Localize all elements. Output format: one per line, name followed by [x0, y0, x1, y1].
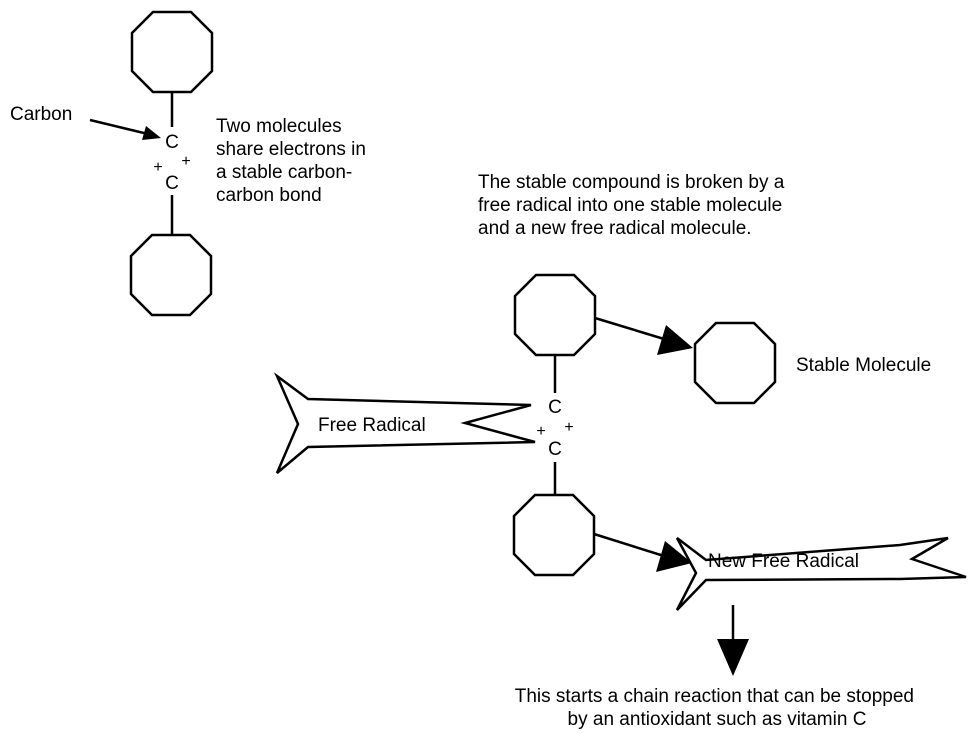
- new-free-radical-label: New Free Radical: [708, 551, 859, 572]
- right-plus-sign: +: [181, 153, 190, 170]
- lower-carbon-atom: C: [165, 173, 179, 194]
- chain-reaction-caption-line-2: by an antioxidant such as vitamin C: [568, 709, 867, 730]
- free-radical-label: Free Radical: [318, 415, 426, 436]
- chain-reaction-down-arrow: [717, 605, 749, 676]
- reaction-caption: The stable compound is broken by a free …: [478, 172, 790, 239]
- reaction-right-plus-sign: +: [564, 419, 573, 436]
- bond-description-line-3: a stable carbon-: [216, 162, 352, 183]
- chain-reaction-caption: This starts a chain reaction that can be…: [515, 686, 920, 730]
- stable-molecule-octagon: [693, 321, 777, 405]
- carbon-label: Carbon: [10, 104, 72, 125]
- reaction-group: C + + C Free Radical Stable Molecule New…: [273, 273, 967, 676]
- reaction-upper-carbon-atom: C: [548, 397, 562, 418]
- bond-description: Two molecules share electrons in a stabl…: [216, 116, 371, 206]
- left-plus-sign: +: [153, 159, 162, 176]
- reaction-lower-ring-octagon: [512, 493, 596, 577]
- reaction-left-plus-sign: +: [536, 423, 545, 440]
- reaction-caption-line-2: free radical into one stable molecule: [478, 195, 782, 216]
- reaction-caption-line-3: and a new free radical molecule.: [478, 218, 752, 239]
- bond-description-line-2: share electrons in: [216, 139, 366, 160]
- reaction-upper-ring-octagon: [513, 273, 597, 357]
- lower-ring-octagon: [129, 233, 213, 317]
- to-stable-molecule-arrow: [594, 316, 693, 355]
- reaction-caption-line-1: The stable compound is broken by a: [478, 172, 785, 193]
- carbon-pointer-arrow: [89, 118, 161, 140]
- free-radical-arrow-shape: [273, 372, 536, 474]
- bond-description-line-1: Two molecules: [216, 116, 342, 137]
- reaction-lower-carbon-atom: C: [548, 439, 562, 460]
- upper-carbon-atom: C: [165, 132, 179, 153]
- stable-bond-group: C + + C Carbon Two molecules share elect…: [10, 10, 371, 317]
- new-free-radical-arrow-shape: [675, 536, 967, 611]
- stable-molecule-label: Stable Molecule: [796, 355, 931, 376]
- chain-reaction-caption-line-1: This starts a chain reaction that can be…: [515, 686, 914, 707]
- to-new-free-radical-arrow: [593, 532, 692, 572]
- bond-description-line-4: carbon bond: [216, 185, 322, 206]
- upper-ring-octagon: [130, 10, 214, 94]
